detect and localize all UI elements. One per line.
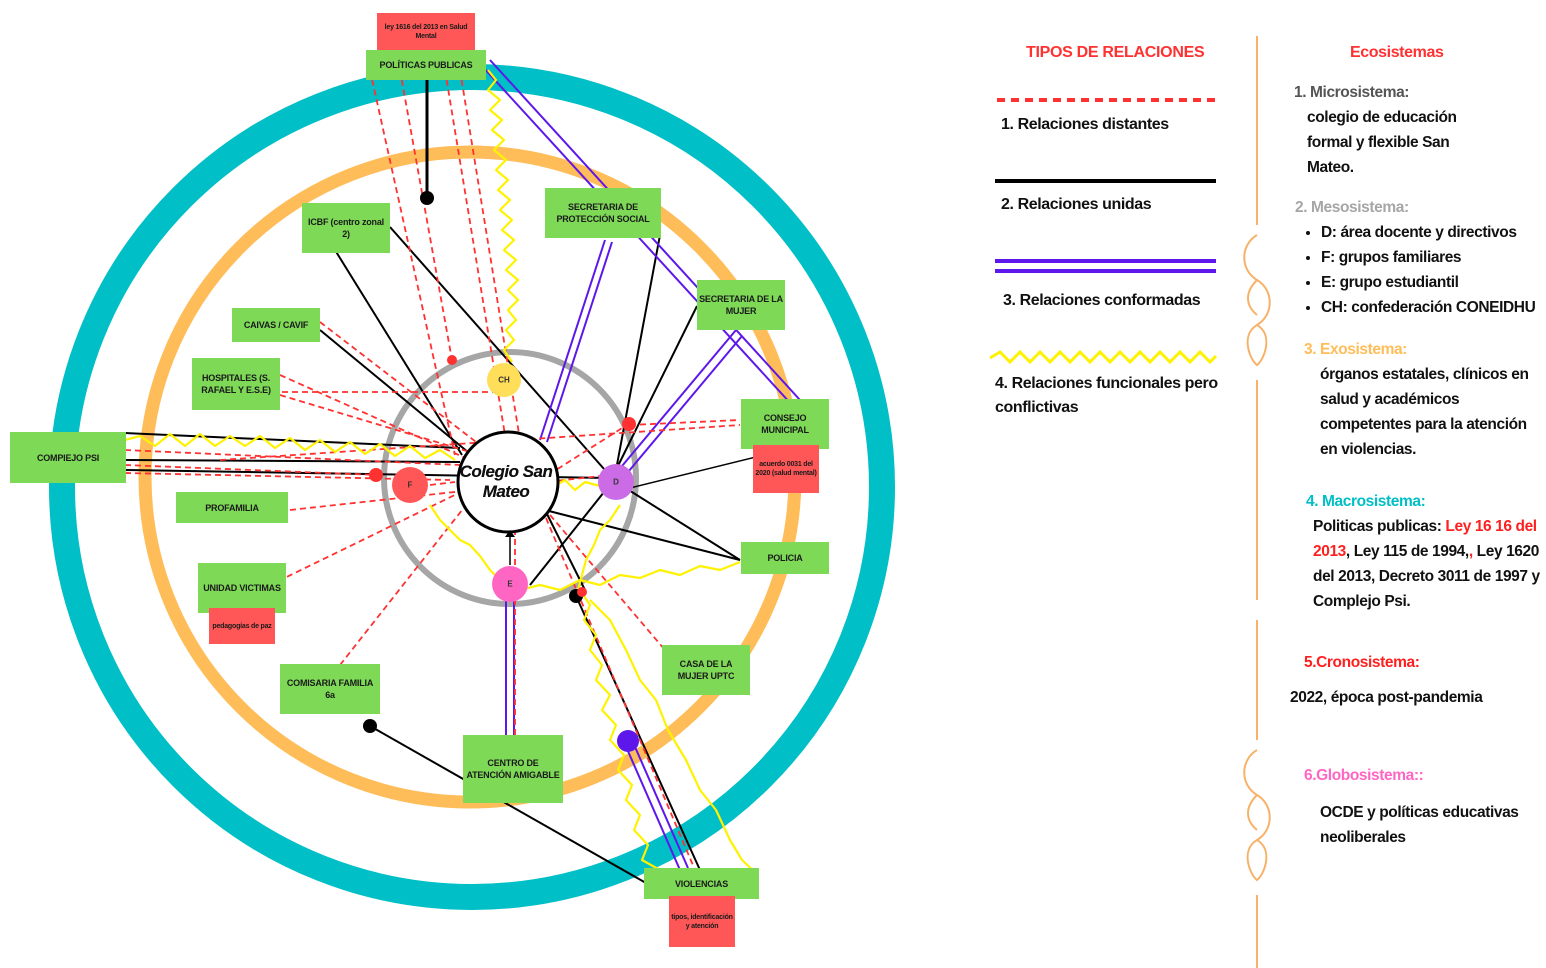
center-label: Colegio San Mateo [459,462,553,501]
macrosystem-prefix: Politicas publicas: [1313,518,1446,535]
ecosystems-title: Ecosistemas [1350,44,1444,61]
consejo-municipal-box: CONSEJO MUNICIPAL [741,399,829,449]
node-f [392,467,428,503]
secretaria-mujer-box: SECRETARIA DE LA MUJER [697,280,785,330]
ornament-divider [1243,36,1271,968]
node-e [492,566,528,602]
globosystem-head: 6.Globosistema:: [1304,767,1424,784]
pedagogias-box: pedagogías de paz [209,608,275,644]
connector-dot [622,417,636,431]
legend-title: TIPOS DE RELACIONES [1026,44,1205,61]
complejo-psi-box: COMPIEJO PSI [10,432,126,483]
connector-dot [617,730,639,752]
centro-atencion-box: CENTRO DE ATENCIÓN AMIGABLE [463,735,563,803]
legend-item-distant: 1. Relaciones distantes [1001,116,1169,133]
conflict-relations [124,69,759,876]
node-d [598,464,634,500]
microsystem-block: 1. Microsistema: colegio de educación fo… [1294,80,1494,180]
caivas-box: CAIVAS / CAVIF [232,308,320,342]
macrosystem-law-highlight: Ley 16 16 del 2013 [1313,518,1537,560]
node-ch-label: CH [498,375,510,385]
unidad-victimas-box: UNIDAD VICTIMAS [198,563,286,613]
mesosystem-block: 2. Mesosistema: D: área docente y direct… [1295,195,1546,320]
mesosystem-head: 2. Mesosistema: [1295,199,1409,216]
macrosystem-mid: , Ley 115 de 1994, [1345,543,1469,560]
violencias-box: VIOLENCIAS [644,868,759,899]
connector-dot [420,191,434,205]
macrosystem-block: 4. Macrosistema: Politicas publicas: Ley… [1306,489,1541,614]
macrosystem-comma-highlight: , [1468,543,1473,560]
casa-mujer-box: CASA DE LA MUJER UPTC [662,645,750,695]
microsystem-head: 1. Microsistema: [1294,84,1410,101]
macrosystem-rest: Ley 1620 del 2013, Decreto 3011 de 1997 … [1313,543,1540,610]
connector-dot [369,468,383,482]
chronosystem-block: 5.Cronosistema: 2022, época post-pandemi… [1290,650,1540,710]
legend-item-conformed: 3. Relaciones conformadas [1003,292,1201,309]
legend-item-conflict: 4. Relaciones funcionales pero conflicti… [995,375,1218,416]
legend-line-conflict [989,349,1218,365]
node-d-label: D [613,477,619,487]
inner-ring [381,349,639,607]
connector-dot [447,355,457,365]
mesosystem-item: F: grupos familiares [1321,245,1546,270]
connector-dot [363,719,377,733]
exosystem-block: 3. Exosistema: órganos estatales, clínic… [1304,337,1534,462]
node-ch [487,363,521,397]
legend-item-unified: 2. Relaciones unidas [1001,196,1152,213]
macrosystem-head: 4. Macrosistema: [1306,493,1426,510]
globosystem-block: 6.Globosistema:: OCDE y políticas educat… [1304,763,1544,850]
exosystem-text: órganos estatales, clínicos en salud y a… [1320,366,1529,458]
icbf-box: ICBF (centro zonal 2) [302,203,390,253]
ley-1616-box: ley 1616 del 2013 en Salud Mental [377,13,475,51]
node-f-label: F [407,480,413,490]
hospitales-box: HOSPITALES (S. RAFAEL Y E.S.E) [192,358,280,410]
policia-box: POLICIA [741,542,829,574]
chronosystem-head: 5.Cronosistema: [1304,654,1420,671]
comisaria-box: COMISARIA FAMILIA 6a [280,664,380,714]
mesosystem-item: D: área docente y directivos [1321,220,1546,245]
center-node [456,430,560,534]
politicas-publicas-box: POLÍTICAS PUBLICAS [366,50,486,80]
microsystem-text: colegio de educación formal y flexible S… [1307,109,1457,176]
mesosystem-item: CH: confederación CONEIDHU [1321,295,1546,320]
exosystem-head: 3. Exosistema: [1304,341,1407,358]
node-e-label: E [507,579,513,589]
mesosystem-item: E: grupo estudiantil [1321,270,1546,295]
connector-dot [577,587,587,597]
secretaria-proteccion-box: SECRETARIA DE PROTECCIÓN SOCIAL [545,188,661,238]
globosystem-text: OCDE y políticas educativas neoliberales [1320,804,1519,846]
chronosystem-text: 2022, época post-pandemia [1290,689,1483,706]
tipos-box: tipos, identificación y atención [669,896,735,947]
profamilia-box: PROFAMILIA [176,492,288,523]
acuerdo-box: acuerdo 0031 del 2020 (salud mental) [753,445,819,493]
macrosystem-text: Politicas publicas: Ley 16 16 del 2013, … [1306,514,1541,614]
